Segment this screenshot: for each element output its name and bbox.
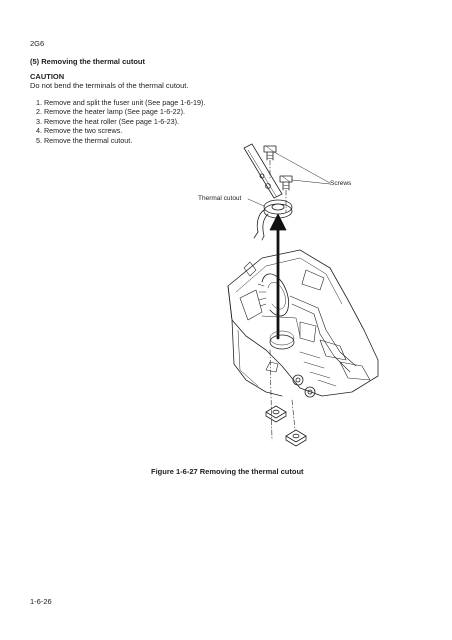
caution-label: CAUTION (30, 72, 65, 81)
step-4: 4. Remove the two screws. (36, 126, 123, 136)
gear-icon (257, 273, 290, 317)
screws-label: Screws (330, 180, 352, 187)
square-nut-icon (285, 429, 307, 447)
removal-arrow-icon (269, 213, 287, 340)
section-title: (5) Removing the thermal cutout (30, 57, 146, 66)
step-2: 2. Remove the heater lamp (See page 1-6-… (36, 107, 186, 117)
document-code: 2G6 (30, 39, 45, 48)
thermal-cutout-icon (253, 199, 293, 241)
fuser-housing (227, 249, 379, 398)
figure-caption: Figure 1-6-27 Removing the thermal cutou… (151, 467, 304, 476)
step-3: 3. Remove the heat roller (See page 1-6-… (36, 116, 180, 126)
step-1: 1. Remove and split the fuser unit (See … (36, 98, 206, 107)
step-5: 5. Remove the thermal cutout. (36, 135, 133, 145)
thermal-cutout-label: Thermal cutout (198, 195, 242, 202)
page-number: 1-6-26 (30, 597, 52, 606)
screw-icon (279, 175, 293, 191)
mounting-bracket (243, 143, 283, 199)
screw-icon (263, 145, 277, 161)
caution-text: Do not bend the terminals of the thermal… (30, 81, 189, 90)
procedure-steps: 1. Remove and split the fuser unit (See … (36, 98, 205, 145)
square-nut-icon (265, 405, 287, 423)
